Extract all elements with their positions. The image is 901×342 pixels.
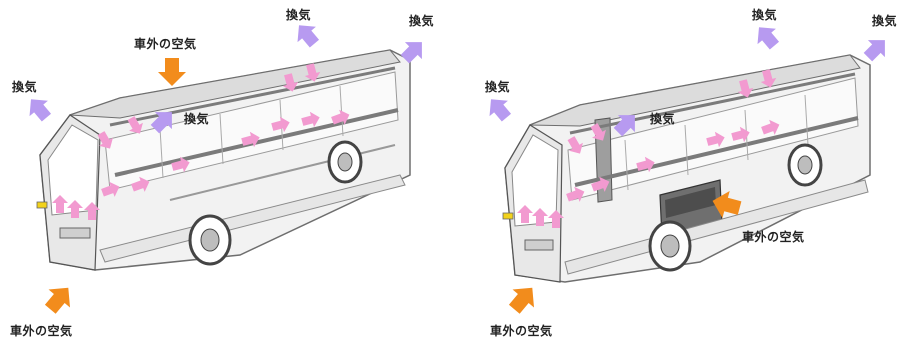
bus-windshield bbox=[47, 124, 99, 216]
rear-wheel bbox=[787, 143, 823, 187]
intake-arrow-front-right bbox=[503, 278, 544, 319]
front-wheel bbox=[188, 214, 232, 266]
right-bus-illustration bbox=[481, 19, 894, 319]
outside-air-label-roof-left: 車外の空気 bbox=[134, 37, 197, 51]
bus-roof bbox=[529, 54, 861, 127]
vent-label-mid-right: 換気 bbox=[650, 112, 676, 126]
vent-arrow-roof-right bbox=[749, 19, 784, 54]
vent-label-front-right: 換気 bbox=[485, 80, 511, 94]
bus-windshield bbox=[511, 134, 559, 227]
vent-label-roof-right: 換気 bbox=[752, 8, 778, 22]
vent-label-mid-left: 換気 bbox=[184, 112, 210, 126]
rear-wheel bbox=[327, 140, 363, 184]
headlight bbox=[502, 212, 514, 220]
outside-air-label-front-right: 車外の空気 bbox=[490, 324, 553, 338]
vent-label-front-left: 換気 bbox=[12, 80, 38, 94]
vent-label-rear-left: 換気 bbox=[409, 14, 435, 28]
vent-arrow-front-right bbox=[481, 91, 516, 126]
vent-arrow-front-left bbox=[21, 91, 56, 126]
front-wheel bbox=[648, 220, 692, 272]
vent-label-roof-left: 換気 bbox=[286, 8, 312, 22]
side-duct bbox=[574, 116, 859, 187]
vent-label-rear-right: 換気 bbox=[872, 14, 898, 28]
bus-roof bbox=[69, 49, 401, 119]
vent-arrow-rear-right bbox=[859, 31, 894, 66]
intake-arrow-front-left bbox=[39, 278, 80, 319]
roof-duct bbox=[569, 72, 856, 135]
roof-duct bbox=[109, 66, 396, 127]
left-bus-illustration bbox=[21, 17, 431, 319]
outside-air-label-front-left: 車外の空気 bbox=[10, 324, 73, 338]
intake-arrow-roof-left bbox=[158, 58, 186, 86]
headlight bbox=[36, 201, 48, 209]
outside-air-label-side-right: 車外の空気 bbox=[742, 230, 805, 244]
